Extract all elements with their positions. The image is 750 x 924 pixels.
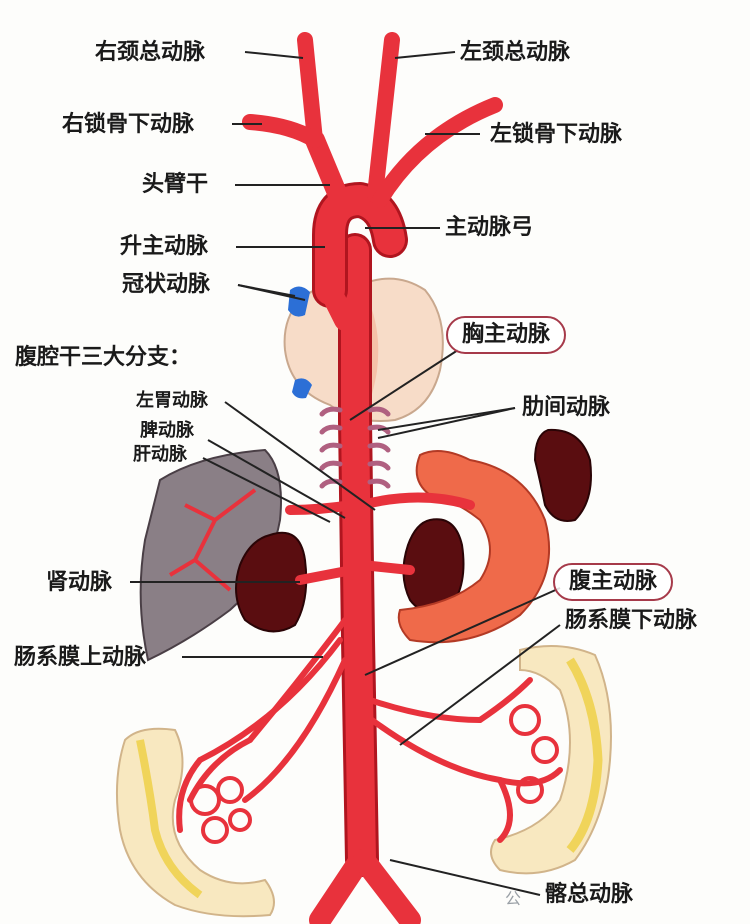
right-subclavian [242, 114, 323, 148]
label-renal: 肾动脉 [46, 570, 113, 595]
label-left-gastric: 左胃动脉 [136, 390, 208, 411]
label-splenic: 脾动脉 [140, 420, 194, 441]
label-celiac-branches-title: 腹腔干三大分支： [15, 345, 192, 370]
descending-aorta-fill [341, 236, 376, 874]
aorta [242, 32, 503, 924]
left-iliac [309, 849, 371, 924]
stomach-shape [397, 450, 551, 644]
arcade-loops [189, 704, 559, 844]
label-brachiocephalic-trunk: 头臂干 [142, 172, 209, 197]
label-left-subclavian: 左锁骨下动脉 [490, 122, 623, 147]
liver-vessels [168, 488, 257, 592]
label-left-common-carotid: 左颈总动脉 [460, 40, 571, 65]
coronary-vein-lower [292, 378, 312, 399]
renal-left [295, 565, 357, 585]
spleen-shape [533, 428, 592, 522]
aortic-arch-fill [315, 185, 405, 305]
coronary-vein-upper [288, 286, 310, 317]
label-hepatic: 肝动脉 [133, 444, 187, 465]
label-superior-mesenteric: 肠系膜上动脉 [14, 645, 147, 670]
label-coronary-artery: 冠状动脉 [122, 272, 211, 297]
renal-right [357, 560, 415, 575]
label-right-common-carotid: 右颈总动脉 [95, 40, 206, 65]
label-aortic-arch: 主动脉弓 [445, 215, 534, 240]
intestine-yellow-band-left [136, 739, 203, 899]
label-inferior-mesenteric: 肠系膜下动脉 [565, 608, 698, 633]
celiac-right-branch [357, 492, 475, 510]
label-right-subclavian: 右锁骨下动脉 [62, 112, 195, 137]
label-ascending-aorta: 升主动脉 [120, 234, 209, 259]
watermark: 公 [505, 889, 522, 908]
mesenteric-arcades [176, 617, 563, 843]
label-thoracic-aorta: 胸主动脉 [446, 316, 567, 354]
pulmonary-stub [324, 289, 356, 331]
intestine-yellow-band-right [566, 657, 603, 853]
left-subclavian [372, 97, 503, 208]
brachiocephalic [305, 130, 350, 210]
left-carotid [367, 32, 400, 203]
intercostal-arteries [319, 406, 391, 489]
large-intestine-left [115, 727, 275, 918]
large-intestine-right [490, 645, 612, 875]
right-iliac [353, 849, 421, 924]
celiac-left-branch [285, 500, 357, 515]
leader-lines [130, 51, 561, 896]
label-intercostal: 肋间动脉 [522, 395, 611, 420]
label-common-iliac: 髂总动脉 [545, 882, 634, 907]
label-abdominal-aorta: 腹主动脉 [553, 563, 674, 601]
right-carotid [297, 32, 323, 148]
